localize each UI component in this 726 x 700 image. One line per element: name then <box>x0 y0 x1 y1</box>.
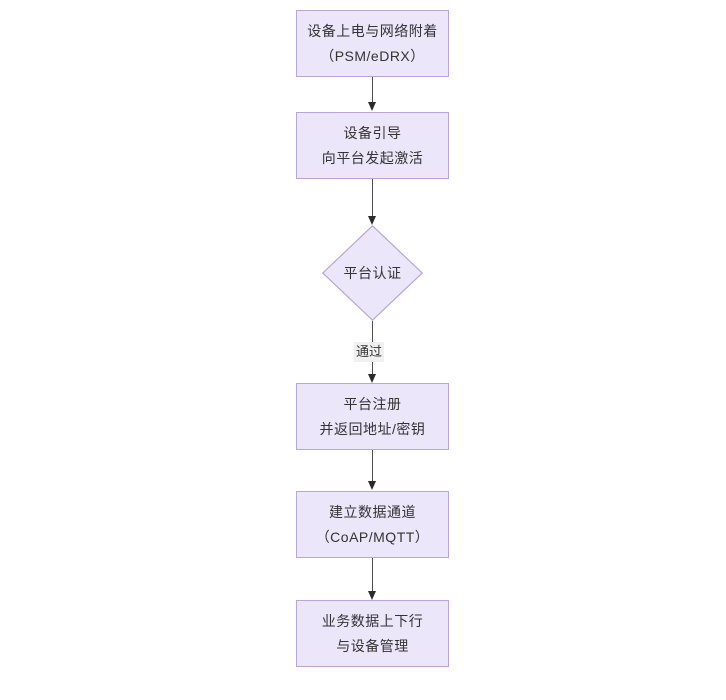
flow-node-device-power-on[interactable]: 设备上电与网络附着 （PSM/eDRX） <box>296 10 449 77</box>
flow-node-data-channel-line-2: （CoAP/MQTT） <box>315 528 430 545</box>
flow-node-platform-register[interactable]: 平台注册 并返回地址/密钥 <box>296 383 449 450</box>
flow-edge-5-line <box>372 558 373 593</box>
flow-node-business-data-line-2: 与设备管理 <box>336 637 409 654</box>
flow-node-device-bootstrap-line-2: 向平台发起激活 <box>321 149 424 166</box>
flow-edge-3-label: 通过 <box>354 342 385 362</box>
flow-node-device-bootstrap[interactable]: 设备引导 向平台发起激活 <box>296 112 449 179</box>
flow-node-data-channel-line-1: 建立数据通道 <box>329 503 416 520</box>
flow-node-device-power-on-line-1: 设备上电与网络附着 <box>307 22 438 39</box>
flow-node-platform-register-line-2: 并返回地址/密钥 <box>319 420 426 437</box>
flow-edge-4-line <box>372 450 373 483</box>
flow-edge-4-arrowhead <box>368 481 376 490</box>
flow-edge-5-arrowhead <box>368 591 376 600</box>
flow-edge-3-arrowhead <box>368 374 376 383</box>
flow-node-device-bootstrap-line-1: 设备引导 <box>343 124 402 141</box>
flow-node-business-data[interactable]: 业务数据上下行 与设备管理 <box>296 600 449 667</box>
flow-node-platform-register-line-1: 平台注册 <box>343 395 402 412</box>
flow-node-platform-auth[interactable]: 平台认证 <box>322 225 423 321</box>
flow-node-data-channel[interactable]: 建立数据通道 （CoAP/MQTT） <box>296 491 449 558</box>
flow-edge-1-line <box>372 77 373 104</box>
flow-node-device-power-on-line-2: （PSM/eDRX） <box>320 47 425 64</box>
flow-node-platform-auth-label: 平台认证 <box>343 265 402 281</box>
diamond-shape-icon <box>322 225 423 321</box>
flow-edge-2-arrowhead <box>368 216 376 225</box>
flow-edge-1-arrowhead <box>368 102 376 111</box>
flow-node-business-data-line-1: 业务数据上下行 <box>321 612 424 629</box>
flow-edge-2-line <box>372 179 373 219</box>
